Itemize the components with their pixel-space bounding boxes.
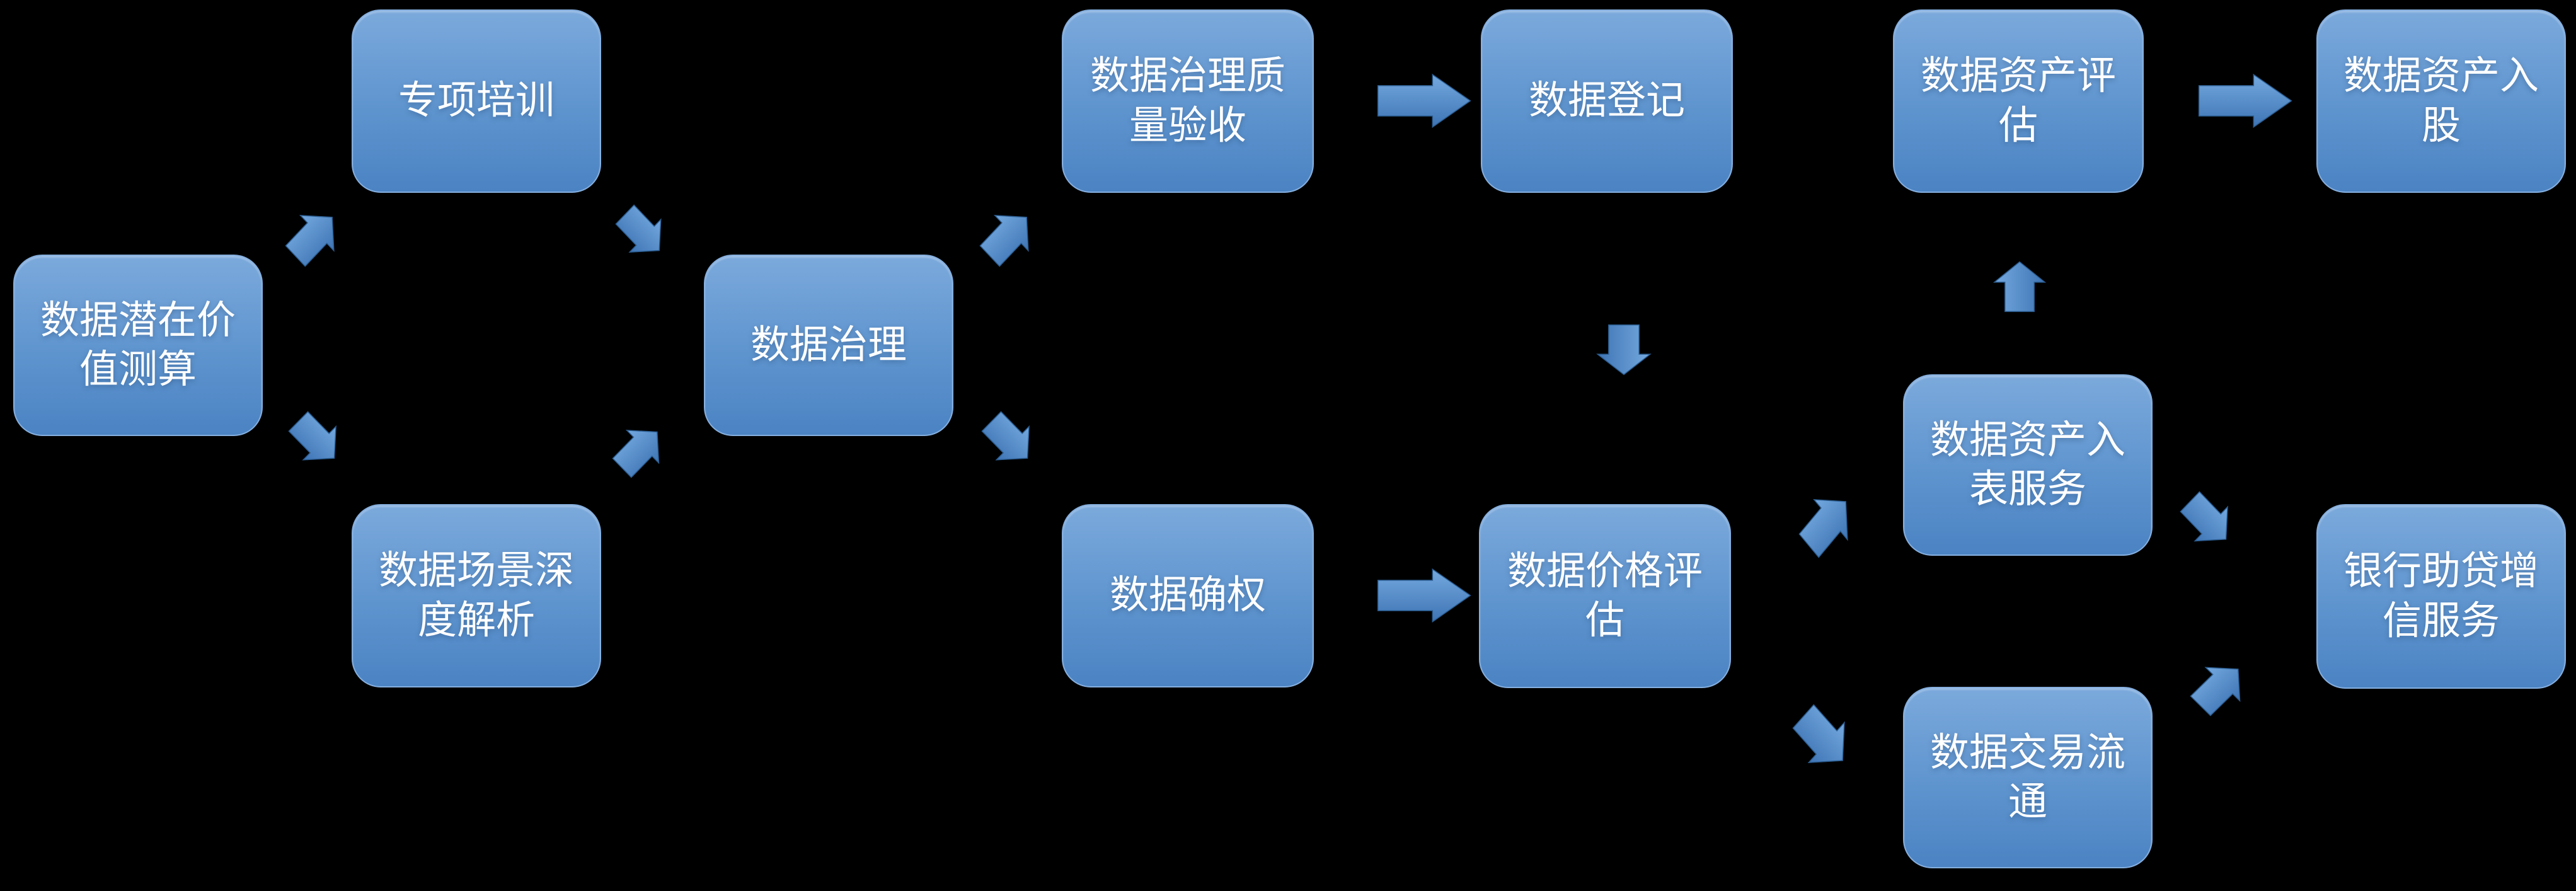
arrow-n1-to-n3-icon: [289, 411, 344, 468]
arrow-n8-to-n10-icon: [1793, 704, 1853, 773]
node-data-rights-confirmation: 数据确权: [1062, 504, 1314, 687]
arrow-n3-to-n4-icon: [612, 422, 667, 478]
node-data-governance-quality-acceptance: 数据治理质量验收: [1062, 9, 1314, 193]
arrow-n5-to-n6-icon: [1374, 69, 1475, 132]
arrow-n7-to-n8-icon: [1374, 564, 1475, 627]
arrow-n4-to-n5-icon: [980, 207, 1037, 267]
arrow-n11-to-n12-icon: [2195, 69, 2296, 132]
node-data-scenario-deep-analysis: 数据场景深度解析: [352, 504, 601, 687]
node-data-asset-balance-sheet-service: 数据资产入表服务: [1903, 374, 2153, 556]
arrow-n10-to-n13-icon: [2190, 659, 2248, 716]
node-data-asset-equity-investment: 数据资产入股: [2316, 9, 2566, 193]
arrow-n6-to-n8-icon: [1592, 323, 1655, 377]
arrow-n4-to-n7-icon: [982, 411, 1037, 468]
node-data-registration: 数据登记: [1481, 9, 1733, 193]
arrow-n9-to-n11-icon: [1989, 260, 2050, 314]
node-bank-loan-credit-enhancement-service: 银行助贷增信服务: [2316, 504, 2566, 689]
arrow-n9-to-n13-icon: [2180, 491, 2236, 549]
node-data-potential-value-calculation: 数据潜在价值测算: [13, 255, 263, 436]
arrow-n8-to-n9-icon: [1799, 490, 1856, 558]
node-data-governance: 数据治理: [704, 255, 953, 436]
node-data-asset-evaluation: 数据资产评估: [1893, 9, 2144, 193]
node-data-price-evaluation: 数据价格评估: [1479, 504, 1731, 688]
node-data-transaction-circulation: 数据交易流通: [1903, 687, 2153, 868]
arrow-n1-to-n2-icon: [285, 207, 342, 267]
node-special-training: 专项培训: [352, 9, 601, 193]
arrow-n2-to-n4-icon: [616, 205, 669, 260]
